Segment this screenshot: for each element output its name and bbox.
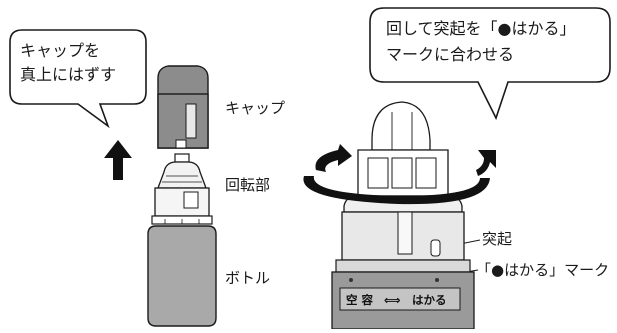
cap xyxy=(157,65,209,149)
measure-mark-text: はかる xyxy=(412,293,447,307)
rotation-arrow-icon xyxy=(303,144,496,205)
protrusion-label: 突起 xyxy=(482,230,513,248)
measure-mark-label: 「●はかる」マーク xyxy=(476,261,610,279)
right-callout-line-2: マークに合わせる xyxy=(386,45,515,64)
left-callout-line-1: キャップを xyxy=(20,41,101,60)
right-device: 空 容 ⟺ はかる xyxy=(331,101,475,330)
direction-arrow-icon: ⟺ xyxy=(384,293,401,307)
up-arrow-icon xyxy=(104,140,132,180)
rotating-part-label: 回転部 xyxy=(225,176,271,194)
bottle-label: ボトル xyxy=(225,269,271,287)
bottle xyxy=(147,225,217,327)
empty-mark-text: 空 容 xyxy=(346,293,374,307)
rotating-part xyxy=(151,153,213,225)
left-callout-line-2: 真上にはずす xyxy=(20,65,117,84)
left-speech-bubble xyxy=(9,29,147,129)
right-speech-bubble xyxy=(369,7,611,121)
cap-label: キャップ xyxy=(225,99,286,117)
right-callout-line-1: 回して突起を「●はかる」 xyxy=(386,19,576,38)
